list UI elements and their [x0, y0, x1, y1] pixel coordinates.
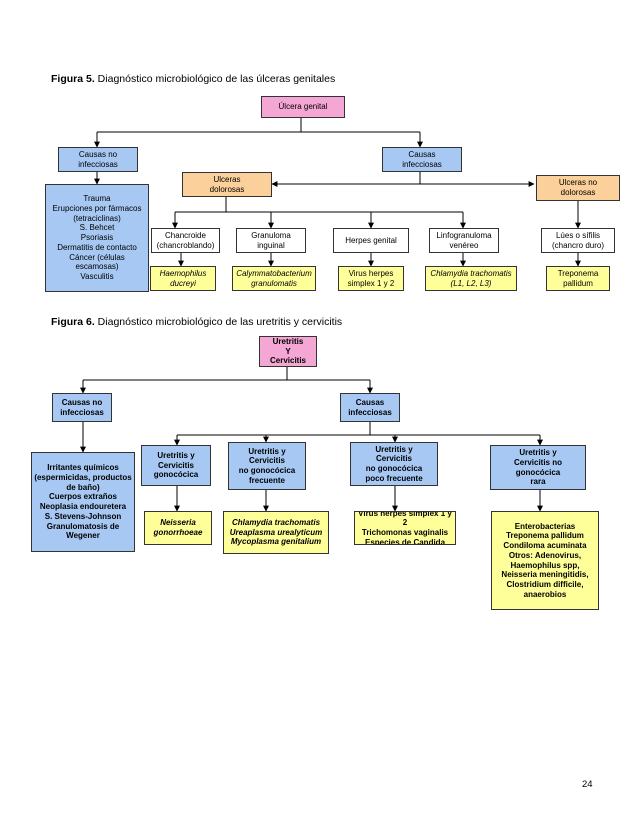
calymmatobacterium-text: Calymmatobacterium granulomatis [236, 268, 312, 288]
linfogranuloma-box: Linfogranuloma venéreo [429, 228, 499, 253]
neisseria-box: Neisseria gonorrhoeae [144, 511, 212, 545]
f6-causas-no-infecciosas-text: Causas no infecciosas [60, 397, 104, 417]
ulceras-no-dolorosas-text: Ulceras no dolorosas [558, 178, 598, 197]
lues-sifilis-box: Lúes o sífilis (chancro duro) [541, 228, 615, 253]
chancroide-box: Chancroide (chancroblando) [151, 228, 220, 253]
uretritis-gonococica-text: Uretritis y Cervicitis gonocócica [153, 450, 199, 480]
chlamydia-group-text: Chlamydia trachomatis Ureaplasma urealyt… [229, 517, 323, 547]
uretritis-cervicitis-text: Uretritis Y Cervicitis [269, 336, 307, 366]
f5-causas-no-infecciosas-text: Causas no infecciosas [78, 149, 118, 169]
linfogranuloma-text: Linfogranuloma venéreo [436, 230, 492, 250]
f6-no-infecciosas-list-box: Irritantes químicos (espermicidas, produ… [31, 452, 135, 552]
figure-5-label: Figura 5. [51, 73, 95, 85]
f5-causas-infecciosas-box: Causas infecciosas [382, 147, 462, 172]
f5-no-infecciosas-list-box: Trauma Erupciones por fármacos (tetracic… [45, 184, 149, 292]
chlamydia-group-box: Chlamydia trachomatis Ureaplasma urealyt… [223, 511, 329, 554]
herpes-group-box: Virus herpes simplex 1 y 2 Trichomonas v… [354, 511, 456, 545]
figure-6-label: Figura 6. [51, 316, 95, 328]
figure-6-text: Diagnóstico microbiológico de las uretri… [94, 316, 343, 328]
haemophilus-text: Haemophilus ducreyi [159, 268, 207, 288]
ulcera-genital-box: Úlcera genital [261, 96, 345, 118]
uretritis-no-gonococica-poco-frecuente-box: Uretritis y Cervicitis no gonocócica poc… [350, 442, 438, 486]
f5-causas-infecciosas-text: Causas infecciosas [402, 149, 442, 169]
f6-causas-no-infecciosas-box: Causas no infecciosas [52, 393, 112, 422]
f6-causas-infecciosas-text: Causas infecciosas [348, 397, 392, 417]
uretritis-no-gonococica-poco-frecuente-text: Uretritis y Cervicitis no gonocócica poc… [365, 444, 423, 483]
haemophilus-box: Haemophilus ducreyi [150, 266, 216, 291]
granuloma-inguinal-text: Granuloma inguinal [251, 230, 291, 250]
f5-no-infecciosas-list-text: Trauma Erupciones por fármacos (tetracic… [52, 194, 142, 282]
enterobacterias-group-box: Enterobacterias Treponema pallidum Condi… [491, 511, 599, 610]
uretritis-no-gonococica-frecuente-text: Uretritis y Cervicitis no gonocócica fre… [238, 446, 296, 485]
figure-5-text: Diagnóstico microbiológico de las úlcera… [94, 73, 336, 85]
herpes-genital-box: Herpes genital [333, 228, 409, 253]
uretritis-gonococica-box: Uretritis y Cervicitis gonocócica [141, 445, 211, 486]
ulceras-dolorosas-box: Ulceras dolorosas [182, 172, 272, 197]
uretritis-no-gonococica-rara-box: Uretritis y Cervicitis no gonocócica rar… [490, 445, 586, 490]
virus-herpes-text: Virus herpes simplex 1 y 2 [347, 268, 395, 288]
granuloma-inguinal-box: Granuloma inguinal [236, 228, 306, 253]
neisseria-text: Neisseria gonorrhoeae [153, 518, 203, 537]
figure-6-title: Figura 6. Diagnóstico microbiológico de … [51, 316, 342, 328]
ulceras-dolorosas-text: Ulceras dolorosas [209, 174, 245, 194]
f6-causas-infecciosas-box: Causas infecciosas [340, 393, 400, 422]
virus-herpes-box: Virus herpes simplex 1 y 2 [338, 266, 404, 291]
lues-sifilis-text: Lúes o sífilis (chancro duro) [551, 230, 605, 250]
f5-causas-no-infecciosas-box: Causas no infecciosas [58, 147, 138, 172]
treponema-text: Treponema pallidum [557, 268, 599, 288]
uretritis-no-gonococica-frecuente-box: Uretritis y Cervicitis no gonocócica fre… [228, 442, 306, 490]
uretritis-cervicitis-box: Uretritis Y Cervicitis [259, 336, 317, 367]
page-number: 24 [582, 779, 593, 790]
ulcera-genital-text: Úlcera genital [278, 102, 328, 112]
chlamydia-l-box: Chlamydia trachomatis (L1, L2, L3) [425, 266, 517, 291]
figure-5-title: Figura 5. Diagnóstico microbiológico de … [51, 73, 335, 85]
treponema-box: Treponema pallidum [546, 266, 610, 291]
ulceras-no-dolorosas-box: Ulceras no dolorosas [536, 175, 620, 201]
uretritis-no-gonococica-rara-text: Uretritis y Cervicitis no gonocócica rar… [513, 448, 562, 487]
chlamydia-l-text: Chlamydia trachomatis (L1, L2, L3) [430, 268, 512, 288]
herpes-group-text: Virus herpes simplex 1 y 2 Trichomonas v… [358, 511, 452, 545]
f6-no-infecciosas-list-text: Irritantes químicos (espermicidas, produ… [34, 463, 132, 541]
chancroide-text: Chancroide (chancroblando) [156, 230, 215, 250]
herpes-genital-text: Herpes genital [345, 235, 397, 245]
enterobacterias-group-text: Enterobacterias Treponema pallidum Condi… [501, 521, 589, 599]
calymmatobacterium-box: Calymmatobacterium granulomatis [232, 266, 316, 291]
